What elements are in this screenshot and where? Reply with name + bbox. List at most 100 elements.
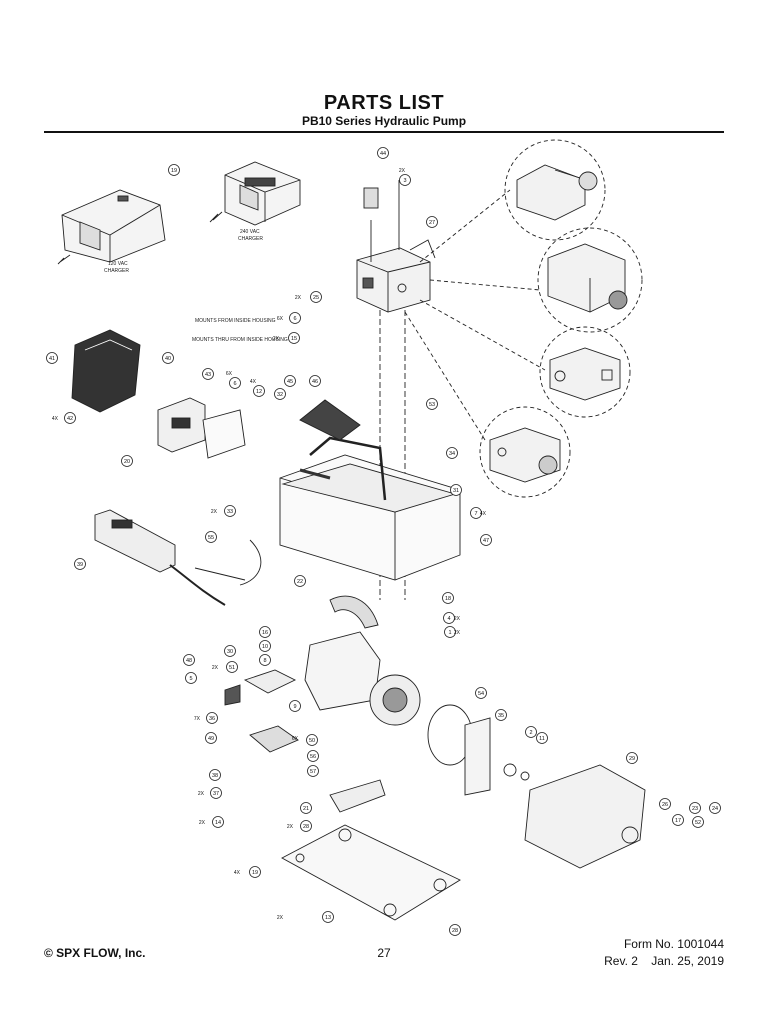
callout-label: 34 <box>449 451 455 457</box>
callout-balloon <box>449 924 461 936</box>
callout-balloon <box>205 531 217 543</box>
quantity-label: 2X <box>273 336 280 342</box>
page-title: PARTS LIST <box>323 92 445 114</box>
callout-label: 1 <box>448 630 451 636</box>
callout-53: 53 <box>426 398 438 410</box>
callout-label: 12 <box>256 389 262 395</box>
callout-balloon <box>307 750 319 762</box>
callout-35: 35 <box>495 709 507 721</box>
callout-label: 45 <box>287 379 293 385</box>
callout-label: 16 <box>262 630 268 636</box>
callout-label: 6 <box>293 316 296 322</box>
callout-label: 6 <box>233 381 236 387</box>
callout-label: 51 <box>229 665 235 671</box>
callout-14: 14 <box>212 816 224 828</box>
quantity-label: 2X <box>211 509 218 515</box>
callout-17: 17 <box>672 814 684 826</box>
callout-label: 23 <box>692 806 698 812</box>
callout-52: 52 <box>692 816 704 828</box>
form-number: Form No. 1001044 <box>623 937 724 951</box>
callout-47: 47 <box>480 534 492 546</box>
callout-balloon <box>259 640 271 652</box>
callout-balloon <box>121 455 133 467</box>
callout-label: 38 <box>212 773 218 779</box>
callout-balloon <box>672 814 684 826</box>
quantity-label: 2X <box>454 630 461 636</box>
callout-balloon <box>300 802 312 814</box>
callout-label: 28 <box>303 824 309 830</box>
quantity-label: 6X <box>277 316 284 322</box>
callout-45: 45 <box>284 375 296 387</box>
callout-label: 35 <box>498 713 504 719</box>
callout-label: 15 <box>291 336 297 342</box>
callout-label: 24 <box>712 806 718 812</box>
callout-41: 41 <box>46 352 58 364</box>
callout-10: 10 <box>259 640 271 652</box>
callout-balloon <box>162 352 174 364</box>
detail-circle-1 <box>504 139 606 241</box>
note-charger-240: 240 VAC <box>240 229 260 235</box>
callout-label: 41 <box>49 356 55 362</box>
quantity-label: 2X <box>198 791 205 797</box>
detail-circle-4 <box>479 406 571 498</box>
callout-21: 21 <box>300 802 312 814</box>
callout-balloon <box>450 484 462 496</box>
callout-balloon <box>259 654 271 666</box>
callout-balloon <box>46 352 58 364</box>
pump-housing-drawing <box>279 399 461 581</box>
callout-label: 49 <box>208 736 214 742</box>
callout-balloon <box>495 709 507 721</box>
callout-balloon <box>259 626 271 638</box>
callout-balloon <box>426 216 438 228</box>
callout-6: 6 <box>289 312 301 324</box>
callout-balloon <box>689 802 701 814</box>
callout-label: 28 <box>452 928 458 934</box>
callout-balloon <box>659 798 671 810</box>
callout-48: 48 <box>183 654 195 666</box>
callout-23: 23 <box>689 802 701 814</box>
header-rule <box>44 131 724 133</box>
callout-balloon <box>249 866 261 878</box>
callout-label: 44 <box>380 151 386 157</box>
note-charger-240-b: CHARGER <box>238 236 263 242</box>
callout-label: 19 <box>252 870 258 876</box>
callout-balloon <box>307 765 319 777</box>
callout-balloon <box>525 726 537 738</box>
quantity-label: 4X <box>250 379 257 385</box>
callout-29: 29 <box>626 752 638 764</box>
callout-27: 27 <box>426 216 438 228</box>
callout-balloon <box>212 816 224 828</box>
callout-40: 40 <box>162 352 174 364</box>
callout-label: 18 <box>445 596 451 602</box>
quantity-label: 2X <box>287 824 294 830</box>
callout-balloon <box>224 505 236 517</box>
callout-label: 43 <box>205 372 211 378</box>
detail-circle-2 <box>537 227 643 333</box>
callout-28: 28 <box>449 924 461 936</box>
note-charger-120: 120 VAC <box>108 261 128 267</box>
callout-balloon <box>229 377 241 389</box>
callout-24: 24 <box>709 802 721 814</box>
valve-assembly-drawing <box>356 180 436 313</box>
callout-11: 11 <box>536 732 548 744</box>
base-plate-drawing <box>281 824 461 921</box>
callout-label: 20 <box>124 459 130 465</box>
callout-51: 51 <box>226 661 238 673</box>
callout-balloon <box>205 732 217 744</box>
callout-43: 43 <box>202 368 214 380</box>
control-panel-drawing <box>157 397 246 459</box>
callout-balloon <box>709 802 721 814</box>
callout-label: 4 <box>447 616 450 622</box>
callout-13: 13 <box>322 911 334 923</box>
callout-balloon <box>626 752 638 764</box>
callout-2: 2 <box>525 726 537 738</box>
callout-balloon <box>377 147 389 159</box>
callout-31: 31 <box>450 484 462 496</box>
callout-3: 3 <box>399 174 411 186</box>
callout-39: 39 <box>74 558 86 570</box>
callout-label: 13 <box>325 915 331 921</box>
callout-balloon <box>444 626 456 638</box>
callout-6: 6 <box>229 377 241 389</box>
callout-38: 38 <box>209 769 221 781</box>
callout-balloon <box>309 375 321 387</box>
